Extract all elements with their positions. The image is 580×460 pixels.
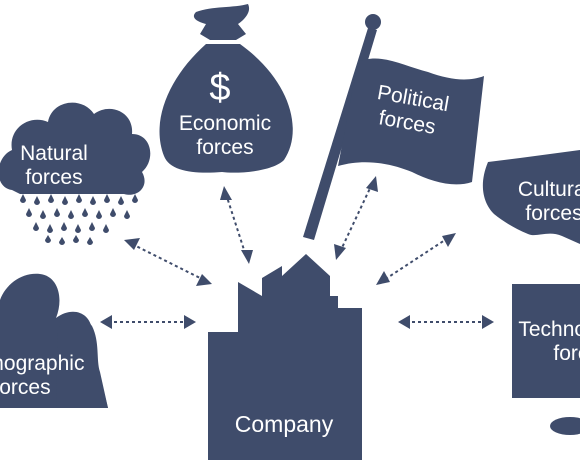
arrow-cultural-company [376,233,456,285]
economic-forces-label-line2: forces [196,136,253,159]
arrow-natural-company [124,238,212,286]
rain-cloud-icon [0,102,151,245]
cultural-forces-label-line1: Cultural [518,178,580,201]
arrow-demographic-company [100,315,196,329]
computer-monitor-icon [512,284,580,435]
raindrops [20,194,138,245]
map-icon [482,150,580,244]
dollar-sign: $ [209,67,230,109]
natural-forces-label-line2: forces [25,166,82,189]
economic-forces-node: $ Economic forces [159,4,293,173]
technological-forces-node: Technological forces [512,284,580,435]
technological-forces-label-line2: forces [553,342,580,365]
political-forces-node: Political forces [303,14,484,240]
demographic-forces-node: Demographic forces [0,273,108,408]
flag-icon [303,14,484,240]
economic-forces-label-line1: Economic [179,112,271,135]
cultural-forces-node: Cultural forces [482,150,580,244]
city-buildings-icon [208,254,362,460]
money-bag-icon [159,4,293,173]
demographic-forces-label-line2: forces [0,376,51,399]
arrow-technological-company [398,315,494,329]
cultural-forces-label-line2: forces [525,202,580,225]
arrow-economic-company [220,186,253,264]
company-label: Company [235,411,334,437]
demographic-forces-label-line1: Demographic [0,352,84,375]
arrow-political-company [334,176,378,260]
natural-forces-node: Natural forces [0,102,151,245]
company-node: Company [208,254,362,460]
natural-forces-label-line1: Natural [20,142,88,165]
people-icon [0,273,108,408]
technological-forces-label-line1: Technological [518,318,580,341]
